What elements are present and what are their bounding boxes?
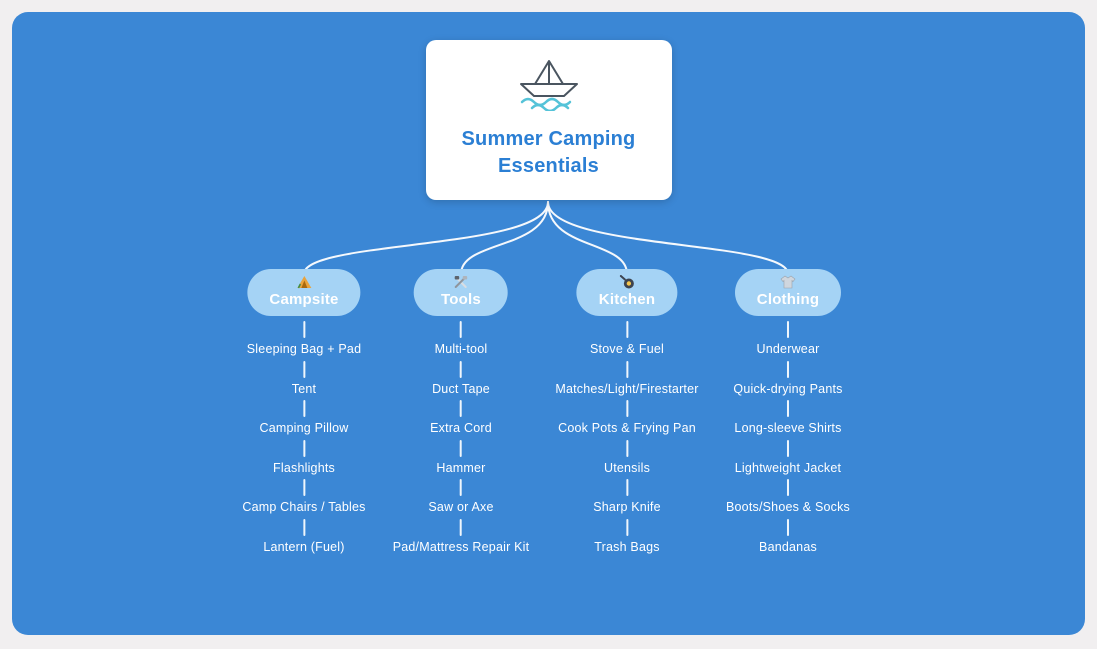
leaf-connector-line	[302, 360, 305, 378]
clothing-icon	[780, 274, 796, 289]
leaf-item[interactable]: Cook Pots & Frying Pan	[558, 421, 696, 435]
leaf-connector-line	[459, 321, 462, 338]
leaf-connector-line	[786, 360, 789, 378]
leaf-connector-line	[626, 439, 628, 457]
leaf-item[interactable]: Flashlights	[273, 460, 335, 475]
root-node[interactable]: Summer Camping Essentials	[425, 40, 672, 200]
leaf-item[interactable]: Boots/Shoes & Socks	[725, 500, 851, 514]
leaf-connector-line	[786, 479, 789, 496]
leaf-connector-line	[459, 518, 462, 536]
leaf-item[interactable]: Extra Cord	[430, 421, 492, 435]
leaf-item[interactable]: Lightweight Jacket	[734, 460, 842, 475]
branch-label: Kitchen	[598, 291, 656, 308]
leaf-item[interactable]: Camping Pillow	[259, 421, 349, 435]
leaf-connector-line	[626, 518, 628, 536]
leaf-item[interactable]: Sharp Knife	[593, 500, 661, 514]
leaf-connector-line	[786, 518, 789, 536]
leaf-connector-line	[459, 439, 462, 457]
leaf-connector-line	[459, 360, 462, 378]
leaf-connector-line	[626, 479, 628, 496]
leaf-connector-line	[786, 439, 789, 457]
leaf-item[interactable]: Tent	[291, 381, 317, 396]
curve-to-tools	[460, 201, 549, 275]
paper-boat-icon	[512, 57, 586, 116]
leaf-item[interactable]: Saw or Axe	[428, 500, 494, 514]
leaf-connector-line	[786, 400, 789, 417]
leaf-connector-line	[302, 400, 305, 417]
leaf-connector-line	[459, 479, 462, 496]
leaf-item[interactable]: Underwear	[756, 342, 820, 356]
leaf-connector-line	[626, 321, 628, 338]
leaf-connector-line	[302, 439, 305, 457]
leaf-connector-line	[302, 479, 305, 496]
frying-pan-icon	[619, 274, 635, 289]
branch-pill-clothing[interactable]: Clothing	[734, 269, 842, 316]
leaf-item[interactable]: Camp Chairs / Tables	[242, 500, 366, 514]
curve-to-campsite	[303, 201, 549, 275]
curve-to-kitchen	[547, 201, 628, 275]
curve-to-clothing	[547, 201, 789, 275]
leaf-item[interactable]: Multi-tool	[434, 342, 488, 356]
leaf-item[interactable]: Trash Bags	[594, 539, 660, 554]
branch-pill-tools[interactable]: Tools	[413, 269, 508, 316]
leaf-item[interactable]: Long-sleeve Shirts	[734, 421, 842, 435]
leaf-item[interactable]: Quick-drying Pants	[733, 381, 843, 396]
leaf-item[interactable]: Utensils	[603, 460, 651, 475]
camping-icon	[296, 274, 312, 289]
leaf-item[interactable]: Stove & Fuel	[590, 342, 664, 356]
hammer-pick-icon	[453, 274, 469, 289]
branch-label: Clothing	[756, 291, 820, 308]
leaf-connector-line	[459, 400, 462, 417]
leaf-item[interactable]: Sleeping Bag + Pad	[246, 342, 362, 356]
branch-label: Campsite	[269, 291, 339, 308]
branch-pill-kitchen[interactable]: Kitchen	[576, 269, 678, 316]
leaf-connector-line	[302, 518, 305, 536]
leaf-connector-line	[626, 400, 628, 417]
branch-pill-campsite[interactable]: Campsite	[247, 269, 361, 316]
leaf-connector-line	[302, 321, 305, 338]
leaf-item[interactable]: Matches/Light/Firestarter	[555, 381, 699, 396]
leaf-item[interactable]: Lantern (Fuel)	[263, 539, 345, 554]
leaf-item[interactable]: Hammer	[436, 460, 486, 475]
branch-label: Tools	[441, 291, 481, 308]
leaf-item[interactable]: Pad/Mattress Repair Kit	[392, 539, 530, 554]
leaf-item[interactable]: Bandanas	[759, 539, 817, 554]
leaf-connector-line	[626, 360, 628, 378]
root-title: Summer Camping Essentials	[461, 127, 636, 177]
leaf-connector-line	[786, 321, 789, 338]
leaf-item[interactable]: Duct Tape	[432, 381, 490, 396]
